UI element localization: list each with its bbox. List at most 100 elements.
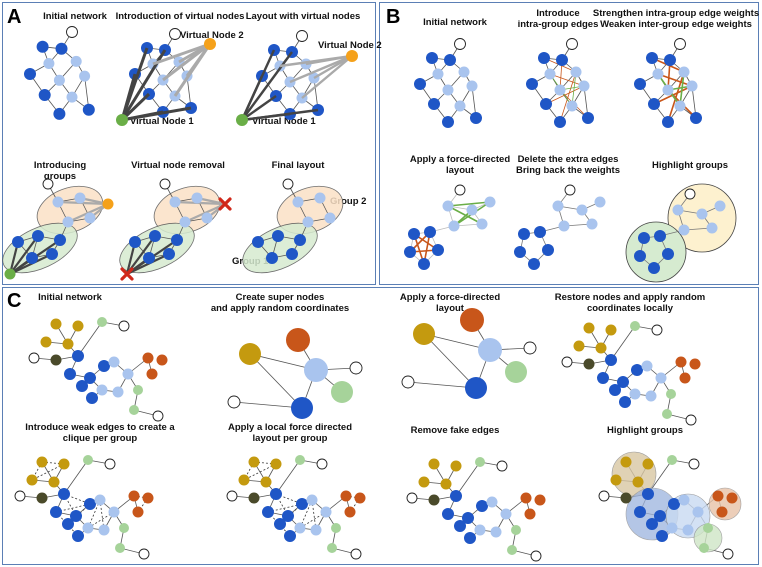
graph-node: [4, 268, 16, 280]
graph-node: [418, 258, 430, 270]
graph-node: [327, 543, 337, 553]
graph-node: [349, 361, 363, 375]
graph-node: [340, 490, 352, 502]
title-c-remove: Remove fake edges: [410, 425, 500, 436]
graph-node: [142, 352, 154, 364]
graph-node: [476, 218, 488, 230]
graph-node: [554, 116, 566, 128]
graph-node: [149, 230, 161, 242]
graph-node: [50, 354, 62, 366]
graph-node: [58, 458, 70, 470]
graph-node: [578, 80, 590, 92]
graph-node: [413, 323, 435, 345]
graph-node: [428, 494, 440, 506]
graph-node: [98, 524, 110, 536]
graph-node: [72, 530, 84, 542]
graph-node: [115, 543, 125, 553]
graph-node: [566, 100, 578, 112]
graph-node: [143, 252, 155, 264]
graph-node: [94, 494, 106, 506]
panel-letter-c: C: [7, 290, 22, 312]
graph-node: [454, 100, 466, 112]
panel-letter-b: B: [386, 6, 401, 28]
graph-node: [42, 178, 54, 190]
graph-node: [442, 116, 454, 128]
graph-node: [408, 228, 420, 240]
graph-node: [678, 494, 690, 506]
graph-node: [462, 512, 474, 524]
graph-node: [651, 324, 663, 336]
graph-node: [712, 490, 724, 502]
graph-node: [526, 78, 538, 90]
graph-node: [554, 84, 566, 96]
graph-node: [655, 372, 667, 384]
graph-node: [442, 200, 454, 212]
graph-node: [70, 510, 82, 522]
graph-node: [179, 216, 191, 228]
graph-node: [40, 336, 52, 348]
graph-node: [518, 228, 530, 240]
graph-node: [486, 496, 498, 508]
graph-node: [678, 224, 690, 236]
graph-node: [629, 388, 641, 400]
graph-node: [558, 220, 570, 232]
graph-node: [594, 196, 606, 208]
graph-node: [573, 340, 585, 352]
graph-node: [302, 216, 314, 228]
graph-node: [668, 498, 680, 510]
graph-node: [62, 338, 74, 350]
graph-node: [646, 518, 658, 530]
graph-node: [666, 522, 678, 534]
graph-node: [654, 230, 666, 242]
graph-node: [692, 506, 704, 518]
graph-node: [133, 385, 143, 395]
graph-node: [152, 410, 164, 422]
graph-node: [129, 236, 141, 248]
graph-node: [689, 358, 701, 370]
graph-node: [291, 397, 313, 419]
graph-edge: [241, 95, 277, 121]
graph-node: [610, 474, 622, 486]
graph-node: [523, 341, 537, 355]
graph-node: [52, 196, 64, 208]
graph-node: [294, 234, 306, 246]
title-c-restore: Restore nodes and apply random coordinat…: [554, 292, 706, 314]
graph-node: [675, 356, 687, 368]
graph-node: [55, 42, 68, 55]
graph-edge: [241, 108, 319, 122]
title-b-highlight: Highlight groups: [652, 160, 728, 171]
label-group-2: Group 2: [330, 196, 367, 207]
graph-node: [66, 26, 78, 38]
graph-node: [583, 358, 595, 370]
graph-node: [703, 523, 713, 533]
graph-node: [648, 98, 660, 110]
graph-edge: [679, 71, 685, 107]
graph-node: [634, 506, 646, 518]
graph-node: [306, 494, 318, 506]
graph-node: [678, 66, 690, 78]
graph-node: [53, 107, 66, 120]
graph-node: [142, 492, 154, 504]
graph-node: [426, 52, 438, 64]
graph-node: [496, 460, 508, 472]
graph-node: [132, 506, 144, 518]
graph-node: [266, 252, 278, 264]
graph-node: [662, 409, 672, 419]
graph-node: [500, 508, 512, 520]
graph-edge: [137, 497, 149, 513]
graph-node: [24, 68, 36, 80]
graph-node: [406, 492, 418, 504]
graph-node: [129, 405, 139, 415]
graph-edge: [545, 85, 585, 105]
panel-letter-a: A: [7, 6, 22, 28]
graph-edge: [31, 463, 65, 481]
graph-node: [458, 66, 470, 78]
graph-node: [524, 508, 536, 520]
graph-node: [605, 354, 617, 366]
title-c-local: Apply a local force directed layout per …: [227, 422, 353, 444]
graph-node: [401, 375, 415, 389]
graph-node: [662, 116, 674, 128]
graph-edge: [120, 73, 137, 121]
graph-node: [50, 506, 62, 518]
graph-node: [116, 114, 128, 126]
